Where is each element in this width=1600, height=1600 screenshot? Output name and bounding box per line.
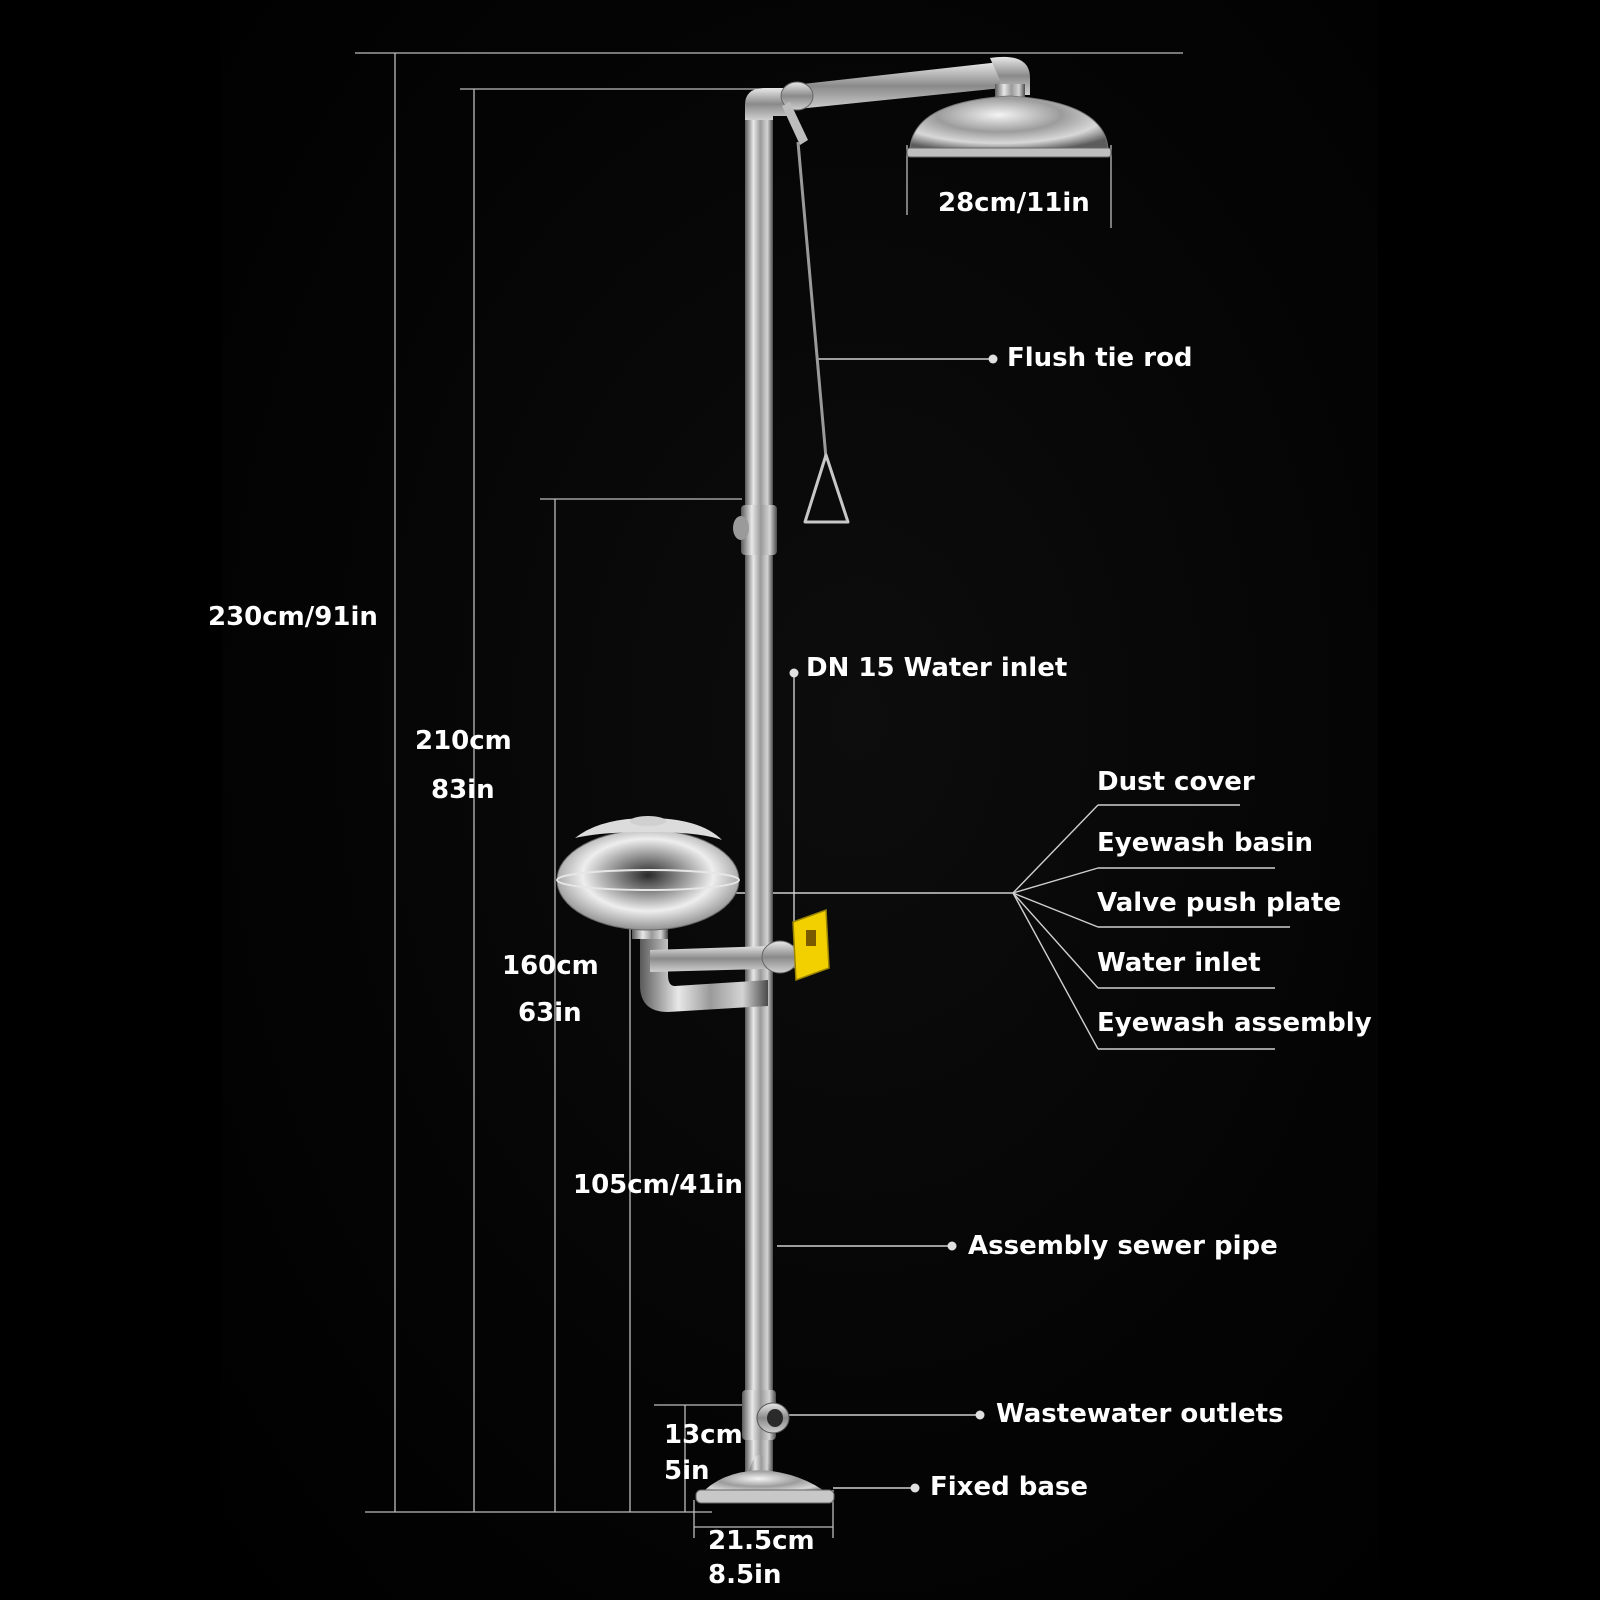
wastewater-outlets-dot <box>975 1410 985 1420</box>
shower-head-diameter-label: 28cm/11in <box>938 188 1090 218</box>
eyewash-basin-band <box>556 869 740 891</box>
eyewash-height-cm-label: 160cm <box>502 951 599 981</box>
valve-push-plate-label: Valve push plate <box>1097 888 1342 918</box>
background-panel <box>222 0 1378 1600</box>
eyewash-basin-leader <box>1012 867 1099 894</box>
fixed-base-dot <box>910 1483 920 1493</box>
water-inlet-label: Water inlet <box>1097 948 1261 978</box>
total-height-label: 230cm/91in <box>208 602 378 632</box>
valve-push-plate-leader <box>1012 892 1099 928</box>
shower-height-in-label: 83in <box>431 775 495 805</box>
base-diameter-in-label: 8.5in <box>708 1560 782 1590</box>
wastewater-outlets-label: Wastewater outlets <box>996 1399 1284 1429</box>
dust-cover-knob <box>630 816 666 826</box>
shower-head-rim <box>906 147 1112 158</box>
sewer-pipe-dot <box>947 1241 957 1251</box>
wastewater-outlet-hole <box>767 1409 783 1427</box>
dust-cover <box>575 818 722 840</box>
base-diameter-cm-label: 21.5cm <box>708 1526 815 1556</box>
fixed-base <box>700 1470 830 1495</box>
dust-cover-leader <box>1012 804 1099 894</box>
pull-rod <box>796 141 828 459</box>
fixed-base-plate <box>695 1489 835 1504</box>
leader-dots <box>789 354 998 1493</box>
main-pipe <box>745 105 773 1500</box>
eyewash-assembly-leader <box>1012 892 1099 1050</box>
dust-cover-label: Dust cover <box>1097 767 1255 797</box>
eyewash-height-in-label: 63in <box>518 998 582 1028</box>
pull-handle <box>803 453 850 524</box>
outlet-height-cm-label: 13cm <box>664 1420 743 1450</box>
water-inlet-leader <box>1012 892 1099 989</box>
eyewash-assembly-label: Eyewash assembly <box>1097 1008 1372 1038</box>
base-flare <box>748 1455 772 1475</box>
dimension-lines <box>355 52 1183 1538</box>
eyewash-feed-pipe <box>640 930 768 1012</box>
upper-coupling <box>741 505 777 555</box>
flush-tie-rod-label: Flush tie rod <box>1007 343 1193 373</box>
basin-height-label: 105cm/41in <box>573 1170 743 1200</box>
shower-arm <box>785 62 1002 110</box>
eyewash-basin <box>556 829 740 931</box>
eyewash-valve-body <box>761 940 799 974</box>
water-inlet-dn15-dot <box>789 668 799 678</box>
flush-tie-rod-dot <box>988 354 998 364</box>
valve-lever <box>782 102 808 145</box>
assembly-sewer-pipe-label: Assembly sewer pipe <box>968 1231 1278 1261</box>
valve-push-plate-icon <box>806 930 816 946</box>
leader-lines <box>733 358 1290 1489</box>
fixed-base-label: Fixed base <box>930 1472 1089 1502</box>
eyewash-basin-label: Eyewash basin <box>1097 828 1313 858</box>
shower-height-cm-label: 210cm <box>415 726 512 756</box>
shower-head <box>909 95 1109 151</box>
outlet-height-in-label: 5in <box>664 1456 710 1486</box>
upper-coupling-knob <box>733 516 749 540</box>
water-inlet-dn15-label: DN 15 Water inlet <box>806 653 1068 683</box>
top-elbow <box>745 88 790 120</box>
